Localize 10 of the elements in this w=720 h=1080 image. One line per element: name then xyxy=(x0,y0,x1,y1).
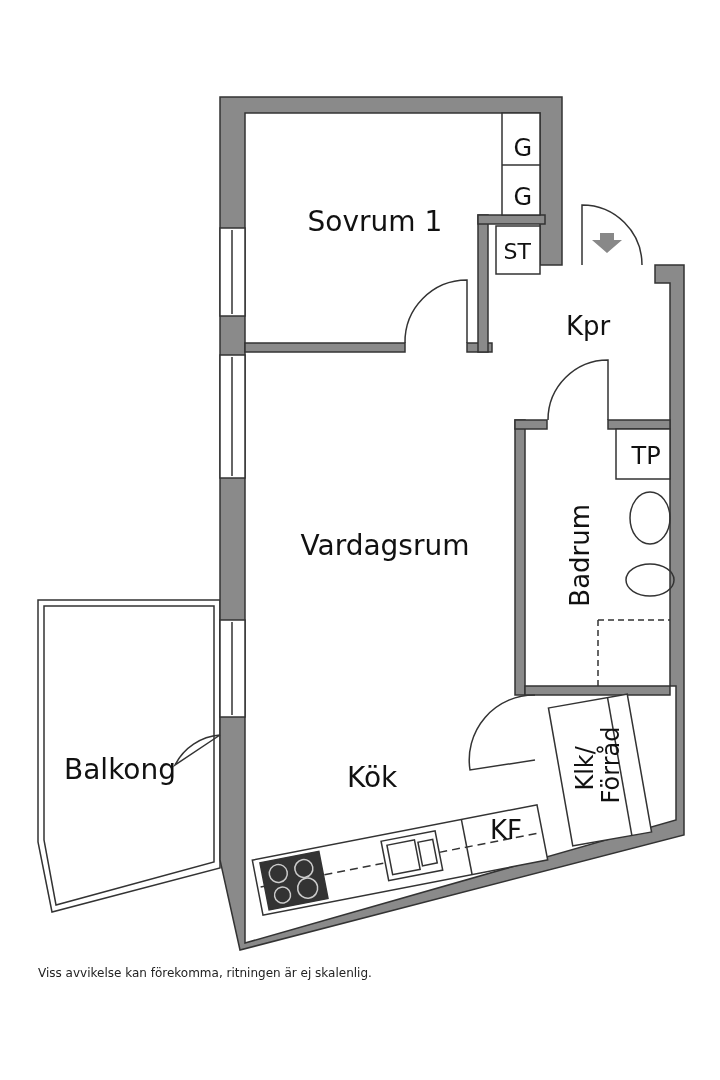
room-label: Vardagsrum xyxy=(300,530,470,562)
room-label: Kök xyxy=(347,762,398,794)
room-label: Badrum xyxy=(565,503,595,607)
room-label: Kpr xyxy=(566,311,611,341)
room-label: Sovrum 1 xyxy=(307,206,443,238)
caption: Viss avvikelse kan förekomma, ritningen är ej skalenlig. xyxy=(38,966,372,980)
room-label: KF xyxy=(490,815,522,845)
room-label: G xyxy=(513,135,533,162)
room-label: Balkong xyxy=(64,754,176,786)
room-label: G xyxy=(513,184,533,211)
